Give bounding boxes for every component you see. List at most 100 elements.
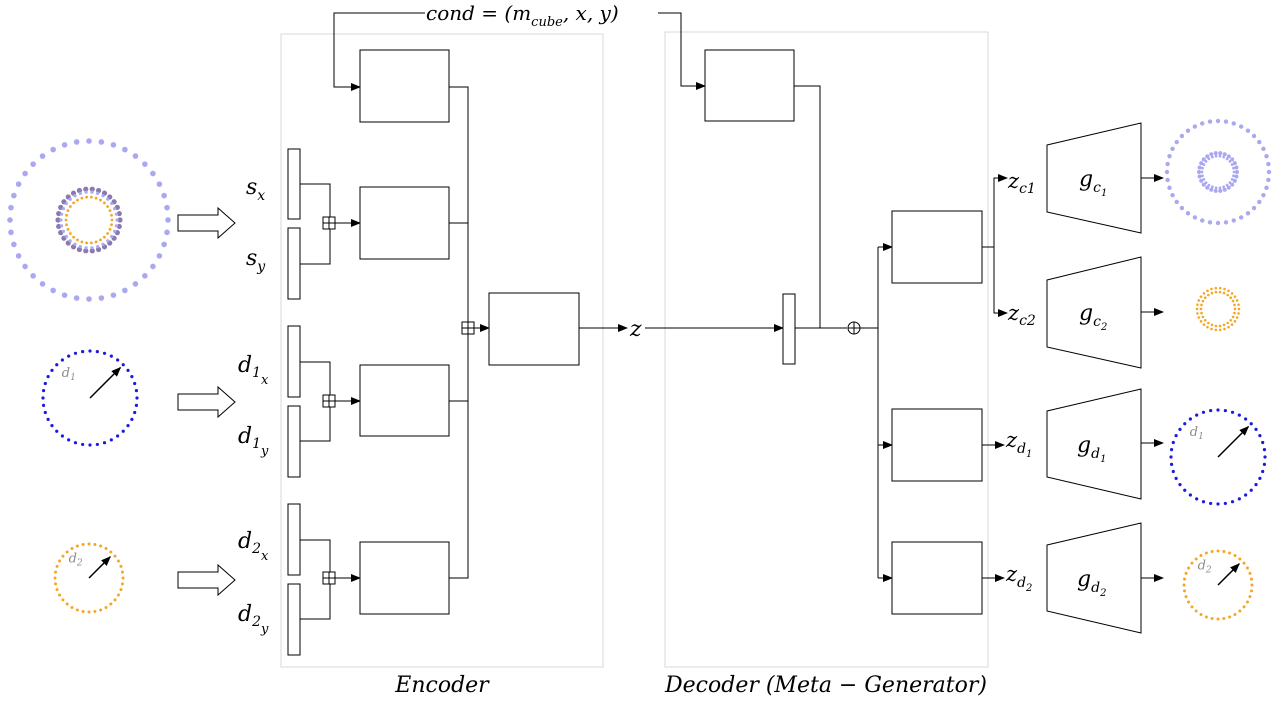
- dot: [106, 197, 110, 201]
- dot: [55, 588, 59, 592]
- dot: [161, 241, 167, 248]
- d1x-input-bar: [287, 325, 301, 398]
- dot: [133, 381, 137, 386]
- dot: [11, 241, 17, 248]
- dot: [1222, 185, 1226, 189]
- dot: [59, 218, 63, 222]
- dot: [1204, 181, 1208, 185]
- dot: [1237, 307, 1241, 311]
- dot: [99, 544, 103, 548]
- dot: [108, 227, 112, 231]
- dot: [30, 273, 36, 279]
- dot: [61, 207, 66, 211]
- dot: [1197, 165, 1202, 170]
- dot: [1230, 157, 1235, 162]
- dot: [1218, 324, 1222, 328]
- dot: [1222, 155, 1226, 159]
- dot: [22, 263, 28, 270]
- dot: [1169, 462, 1174, 466]
- dot: [1202, 323, 1206, 326]
- dot: [1218, 151, 1223, 156]
- dot: [1251, 133, 1257, 139]
- dot: [1178, 427, 1182, 431]
- dot: [64, 201, 68, 206]
- dot: [113, 554, 117, 558]
- dot: [133, 410, 137, 415]
- dot: [142, 161, 148, 167]
- dot: [1254, 483, 1258, 487]
- dot: [1216, 408, 1220, 412]
- dot: [110, 201, 114, 206]
- dot: [1201, 166, 1204, 170]
- dot: [1261, 192, 1266, 198]
- dot: [8, 229, 14, 236]
- dot: [150, 170, 156, 177]
- dot: [110, 223, 113, 227]
- dot: [150, 263, 156, 270]
- sx-input-bar: [287, 148, 301, 220]
- dot: [1195, 413, 1199, 417]
- dot: [1233, 295, 1237, 298]
- dot: [60, 212, 64, 216]
- dot: [65, 602, 69, 606]
- dot: [1233, 311, 1236, 315]
- dot: [41, 389, 46, 393]
- decoder-add-icon: [847, 321, 861, 335]
- dot: [1197, 170, 1201, 174]
- dot: [98, 295, 105, 301]
- dot: [1164, 169, 1170, 175]
- encoder-caption: Encoder: [394, 673, 490, 698]
- sy-label: sy: [246, 246, 266, 275]
- dot: [66, 209, 70, 213]
- dot: [1232, 166, 1235, 170]
- to-zc1-arrow: [982, 174, 1008, 248]
- dot: [120, 582, 124, 586]
- dot: [110, 292, 117, 298]
- dot: [1226, 154, 1231, 159]
- dot: [83, 186, 89, 192]
- generator-gd1: [1046, 388, 1142, 500]
- d1y-label: d1y: [238, 424, 269, 459]
- dot: [90, 241, 93, 245]
- dot: [65, 550, 69, 554]
- dot: [1237, 312, 1240, 315]
- dot: [43, 381, 47, 386]
- dot: [109, 354, 113, 358]
- dot: [1199, 295, 1203, 298]
- dot: [81, 609, 85, 613]
- dot: [72, 201, 76, 205]
- dot: [1174, 199, 1179, 205]
- dot: [1226, 321, 1229, 325]
- input-arrow-2: [177, 385, 236, 419]
- dot: [1251, 205, 1257, 211]
- dot: [54, 570, 58, 574]
- dot: [1203, 318, 1207, 322]
- dot: [55, 363, 59, 367]
- dot: [1192, 215, 1198, 220]
- dot: [116, 593, 120, 597]
- dot: [64, 234, 68, 239]
- dot: [116, 223, 122, 230]
- decoder-panel: [664, 31, 989, 668]
- zd1-label: zd1: [1005, 428, 1032, 460]
- dot: [1207, 321, 1210, 325]
- decoder-cond-wire: [794, 85, 847, 329]
- dot: [50, 424, 54, 428]
- dot: [94, 196, 98, 200]
- dot: [1228, 615, 1232, 619]
- dot: [1210, 327, 1213, 331]
- encoder-branch-wires: [449, 222, 468, 402]
- radius-arrow: [1217, 563, 1240, 586]
- dot: [1174, 139, 1179, 145]
- dot: [50, 146, 56, 153]
- dot: [134, 403, 139, 407]
- dot: [1210, 185, 1214, 189]
- dot: [1257, 199, 1262, 205]
- dot: [55, 429, 59, 433]
- encoder-d2-block: [359, 541, 450, 615]
- dot: [121, 429, 125, 433]
- dot: [1249, 577, 1253, 581]
- dot: [1249, 422, 1253, 426]
- dot: [88, 443, 92, 447]
- dot: [78, 191, 82, 195]
